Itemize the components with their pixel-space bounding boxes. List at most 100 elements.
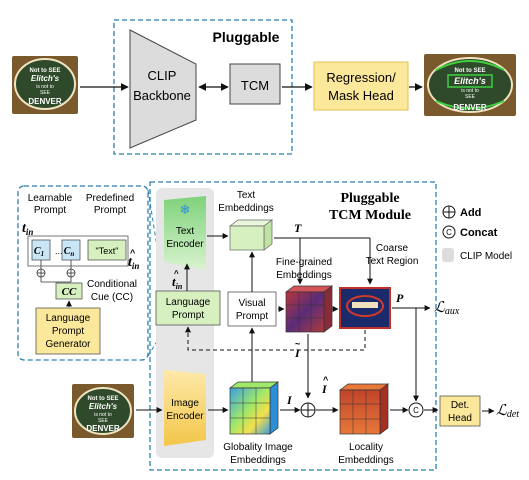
dashed-feedback-path [185, 326, 366, 351]
predefined-prompt-label-2: Prompt [94, 205, 126, 216]
svg-text:Elitch's: Elitch's [89, 402, 118, 411]
prompt-bracket [27, 235, 129, 267]
svg-text:Not to SEE: Not to SEE [88, 396, 119, 402]
svg-text:Fine-grained: Fine-grained [276, 257, 332, 268]
text-encoder-shape [164, 196, 206, 270]
T-label: T [294, 221, 302, 235]
concat-node-icon [408, 402, 424, 418]
top-output-sign-image: Not to SEE Elitch's is not to SEE DENVER [424, 54, 516, 116]
svg-text:Concat: Concat [460, 227, 498, 239]
language-prompt-generator-box [35, 307, 101, 355]
svg-text:Text: Text [176, 226, 195, 237]
svg-text:SEE: SEE [40, 90, 51, 96]
I-tilde-label: I [294, 346, 301, 360]
svg-text:~: ~ [295, 339, 300, 349]
token-ellipsis: ... [55, 246, 63, 256]
cc-box [55, 282, 83, 300]
bottom-title-2: TCM Module [329, 208, 411, 223]
svg-text:Encoder: Encoder [166, 239, 204, 250]
svg-text:Text: Text [237, 190, 256, 201]
svg-text:Elitch's: Elitch's [454, 76, 486, 86]
top-pipeline: Pluggable Not to SEE Elitch's is not to … [12, 19, 516, 155]
fine-grained-cube [284, 285, 334, 333]
svg-text:Not to SEE: Not to SEE [455, 68, 486, 74]
token-text [87, 239, 127, 261]
clip-backbone-label-2: Backbone [133, 88, 191, 103]
svg-text:Generator: Generator [45, 339, 91, 350]
svg-text:Embeddings: Embeddings [230, 455, 286, 466]
svg-text:CC: CC [62, 286, 77, 298]
svg-text:C: C [446, 228, 452, 237]
svg-text:Cn: Cn [64, 246, 75, 258]
coarse-text-region-image [339, 287, 391, 329]
svg-text:is not to: is not to [36, 84, 54, 90]
svg-text:Elitch's: Elitch's [31, 74, 60, 83]
bottom-input-sign-image: Not to SEE Elitch's is not to SEE DENVER [72, 384, 134, 438]
learnable-prompt-label-1: Learnable [28, 193, 73, 204]
clip-backbone-shape [129, 29, 197, 149]
det-head-box [439, 395, 481, 427]
text-embeddings-cube [228, 219, 274, 251]
legend-clip-swatch [442, 248, 454, 262]
bottom-title-1: Pluggable [340, 191, 399, 206]
svg-text:Det.: Det. [451, 400, 469, 411]
svg-text:"Text": "Text" [96, 246, 119, 256]
regression-head-label-2: Mask Head [328, 88, 394, 103]
svg-text:Embeddings: Embeddings [338, 455, 394, 466]
L-det-label: ℒdet [496, 403, 519, 420]
that-in-label: tin [128, 255, 139, 271]
svg-text:is not to: is not to [94, 412, 112, 418]
svg-text:Language: Language [46, 313, 91, 324]
svg-text:Prompt: Prompt [172, 310, 204, 321]
svg-text:Coarse: Coarse [376, 243, 409, 254]
svg-text:Globality Image: Globality Image [223, 442, 293, 453]
svg-text:Add: Add [460, 207, 481, 219]
svg-text:Encoder: Encoder [166, 411, 204, 422]
regression-head-box [313, 61, 409, 111]
svg-text:Prompt: Prompt [52, 326, 84, 337]
top-input-sign-image: Not to SEE Elitch's is not to SEE DENVER [12, 56, 78, 114]
conditional-cue-label-2: Cue (CC) [91, 292, 133, 303]
svg-text:Embeddings: Embeddings [218, 203, 274, 214]
svg-text:Image: Image [171, 398, 199, 409]
clip-backbone-label-1: CLIP [148, 68, 177, 83]
predefined-prompt-label-1: Predefined [86, 193, 134, 204]
top-pluggable-label: Pluggable [213, 29, 280, 45]
svg-text:Text Region: Text Region [366, 256, 419, 267]
svg-text:^: ^ [323, 375, 329, 385]
I-hat-label: I [321, 382, 328, 396]
svg-text:Language: Language [166, 297, 211, 308]
svg-text:C: C [413, 406, 419, 415]
svg-text:Locality: Locality [349, 442, 383, 453]
svg-text:^: ^ [174, 269, 179, 278]
language-prompt-box [155, 290, 221, 326]
svg-text:C1: C1 [34, 246, 44, 258]
regression-head-label-1: Regression/ [326, 70, 396, 85]
P-label: P [396, 291, 404, 305]
globality-embeddings-cube [228, 381, 280, 435]
svg-text:Not to SEE: Not to SEE [30, 68, 61, 74]
svg-text:SEE: SEE [465, 94, 476, 100]
L-aux-label: ℒaux [434, 300, 460, 317]
I-label: I [286, 393, 293, 407]
visual-prompt-box [227, 291, 277, 327]
svg-text:CLIP Model: CLIP Model [460, 251, 512, 262]
locality-embeddings-cube [338, 383, 390, 435]
snowflake-icon: ❄ [180, 202, 191, 217]
svg-text:^: ^ [130, 248, 136, 258]
prompt-panel-content: Learnable Prompt Predefined Prompt tin C… [22, 193, 139, 355]
legend: Add C Concat CLIP Model [442, 205, 512, 262]
bottom-pluggable-box [149, 181, 437, 471]
svg-text:DENVER: DENVER [453, 103, 487, 112]
svg-text:Embeddings: Embeddings [276, 270, 332, 281]
legend-concat-icon [442, 225, 456, 239]
svg-text:Prompt: Prompt [236, 311, 268, 322]
learnable-prompt-label-2: Prompt [34, 205, 66, 216]
svg-text:DENVER: DENVER [86, 424, 120, 433]
tin-hat-label: tin [172, 274, 183, 291]
svg-text:DENVER: DENVER [28, 97, 62, 106]
tcm-box [229, 63, 281, 105]
svg-text:is not to: is not to [461, 88, 479, 94]
conditional-cue-label-1: Conditional [87, 279, 137, 290]
tcm-label: TCM [241, 78, 269, 93]
